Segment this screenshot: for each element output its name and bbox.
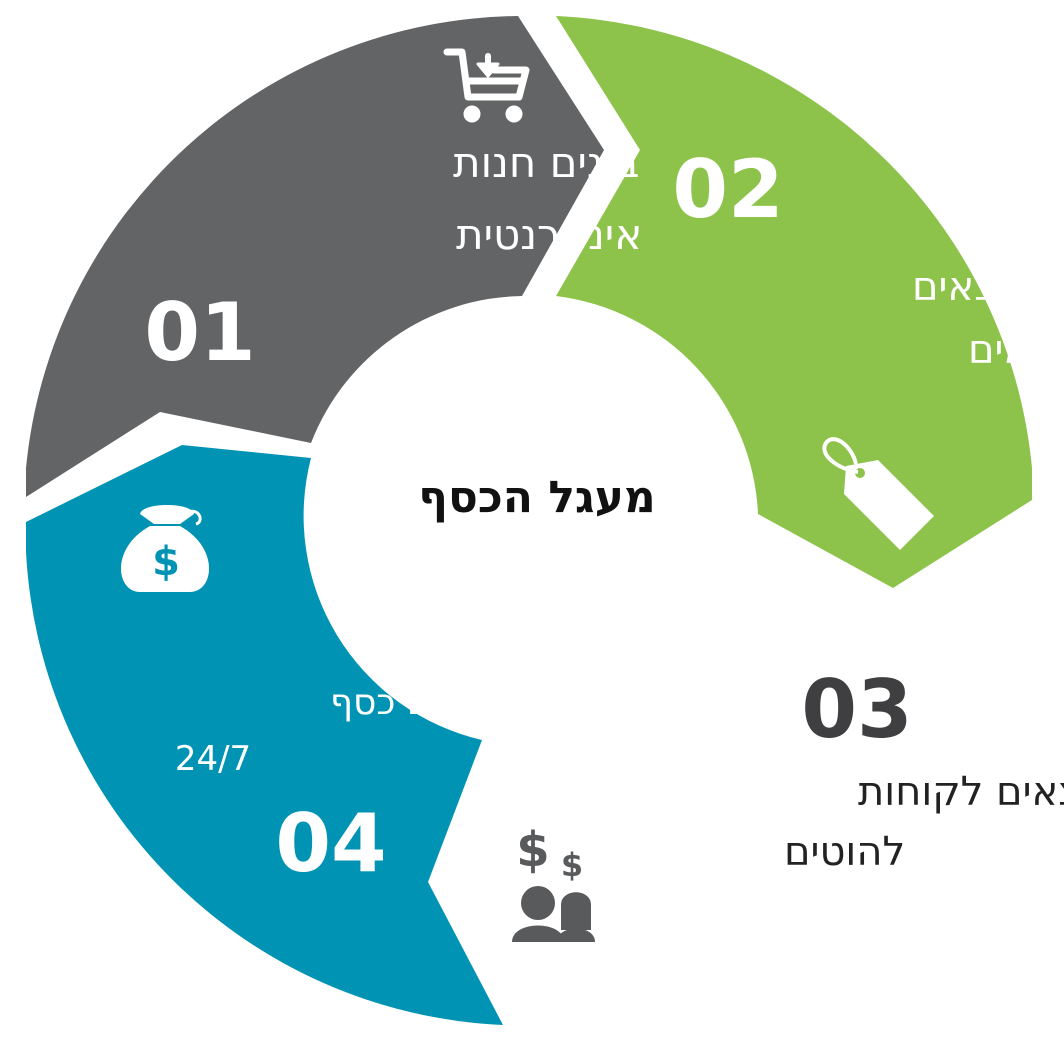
step-03-number: 03 <box>801 663 912 756</box>
step-04-number: 04 <box>275 797 386 890</box>
segment-02 <box>556 16 1032 588</box>
step-03-line-1: מוצאים לקוחות <box>858 769 1064 815</box>
customers-money-icon: $ $ <box>512 822 595 942</box>
step-01-line-2: אינטרנטית <box>456 210 642 259</box>
step-02-line-2: מוצרים חמים <box>968 327 1064 373</box>
center-title: מעגל הכסף <box>418 472 656 523</box>
step-02-number: 02 <box>672 143 783 236</box>
step-02-line-1: מוצאים <box>912 264 1036 310</box>
price-tag-icon <box>822 437 934 550</box>
step-04-line-1: מרוויחים כסף <box>330 682 535 723</box>
step-03-line-2: להוטים <box>784 829 905 875</box>
step-04-line-2: 24/7 <box>175 739 251 779</box>
svg-text:$: $ <box>152 539 180 585</box>
step-01-line-1: בונים חנות <box>453 138 639 187</box>
step-01-number: 01 <box>144 286 255 379</box>
segment-01 <box>26 16 604 497</box>
shopping-cart-icon <box>443 48 530 123</box>
money-bag-icon: $ <box>120 505 210 592</box>
segment-04 <box>26 445 503 1025</box>
svg-text:$: $ <box>561 846 583 884</box>
svg-text:$: $ <box>516 822 549 878</box>
